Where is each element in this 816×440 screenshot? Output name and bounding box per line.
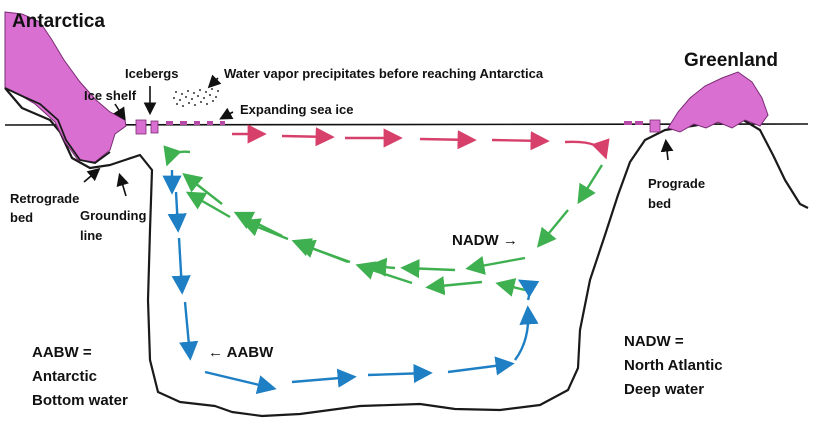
- label-aabw-arrow: ← AABW: [208, 344, 274, 361]
- label-nadw-def-2: North Atlantic: [624, 357, 723, 374]
- label-icebergs: Icebergs: [125, 66, 178, 81]
- pointer-arrows: [83, 74, 674, 197]
- label-aabw-def-1: AABW =: [32, 344, 92, 361]
- surface-flow-arrows: [232, 124, 610, 160]
- label-prograde-bed: Prograde: [648, 176, 705, 191]
- label-retrograde-bed-2: bed: [10, 210, 33, 225]
- greenland-ice-sheet: [667, 71, 769, 133]
- label-nadw-def-3: Deep water: [624, 381, 704, 398]
- label-water-vapor: Water vapor precipitates before reaching…: [224, 66, 544, 81]
- label-retrograde-bed: Retrograde: [10, 191, 79, 206]
- label-grounding-line-2: line: [80, 228, 102, 243]
- antarctica-ice-sheet: [4, 11, 127, 163]
- label-grounding-line: Grounding: [80, 208, 146, 223]
- greenland-sea-ice: [624, 121, 632, 125]
- label-nadw-arrow: NADW →: [452, 232, 518, 249]
- greenland-sea-ice: [649, 119, 661, 133]
- greenland-sea-ice: [635, 121, 643, 125]
- label-aabw-def-3: Bottom water: [32, 392, 128, 409]
- iceberg: [150, 120, 159, 134]
- label-ice-shelf: Ice shelf: [84, 88, 137, 103]
- antarctica-coast: [4, 87, 111, 164]
- label-nadw-def-1: NADW =: [624, 333, 684, 350]
- iceberg: [135, 119, 147, 135]
- water-vapor-dots: [173, 88, 219, 107]
- label-prograde-bed-2: bed: [648, 196, 671, 211]
- label-aabw-def-2: Antarctic: [32, 368, 97, 385]
- label-antarctica: Antarctica: [12, 11, 105, 32]
- nadw-flow-arrows: [163, 145, 604, 297]
- aabw-flow-arrows: [162, 170, 540, 394]
- label-greenland: Greenland: [684, 50, 778, 71]
- expanding-sea-ice: [166, 121, 225, 125]
- label-expanding-sea-ice: Expanding sea ice: [240, 102, 353, 117]
